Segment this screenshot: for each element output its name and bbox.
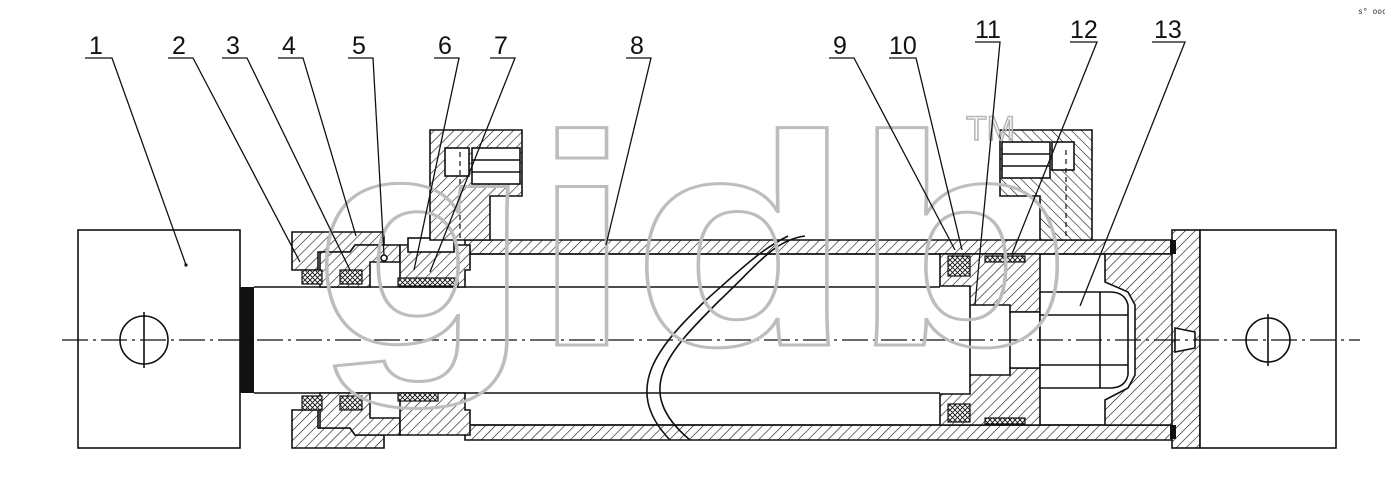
callout-9: 9 xyxy=(833,32,847,60)
rod-end-eye xyxy=(77,229,241,449)
callout-8: 8 xyxy=(630,32,644,60)
callout-10: 10 xyxy=(889,32,917,60)
callout-5: 5 xyxy=(352,32,366,60)
callout-11: 11 xyxy=(975,16,1001,44)
callout-12: 12 xyxy=(1070,16,1098,44)
callout-labels: 1 2 3 4 5 6 7 8 9 10 11 12 13 xyxy=(89,16,1182,60)
callout-3: 3 xyxy=(226,32,240,60)
corner-mark: s° ooo xyxy=(1358,7,1385,16)
hose xyxy=(659,235,806,441)
callout-1: 1 xyxy=(89,32,103,60)
callout-6: 6 xyxy=(438,32,452,60)
callout-4: 4 xyxy=(282,32,296,60)
callout-7: 7 xyxy=(494,32,508,60)
rod-shoulder xyxy=(240,287,254,393)
gland-head xyxy=(291,231,471,449)
callout-13: 13 xyxy=(1154,16,1182,44)
bottom-end-eye xyxy=(1199,229,1337,449)
watermark: gidb TM xyxy=(311,72,1074,413)
right-port-block xyxy=(999,129,1093,241)
callout-2: 2 xyxy=(172,32,186,60)
svg-text:gidb: gidb xyxy=(312,73,1072,411)
leader-lines xyxy=(85,41,1186,307)
piston xyxy=(939,253,1041,426)
